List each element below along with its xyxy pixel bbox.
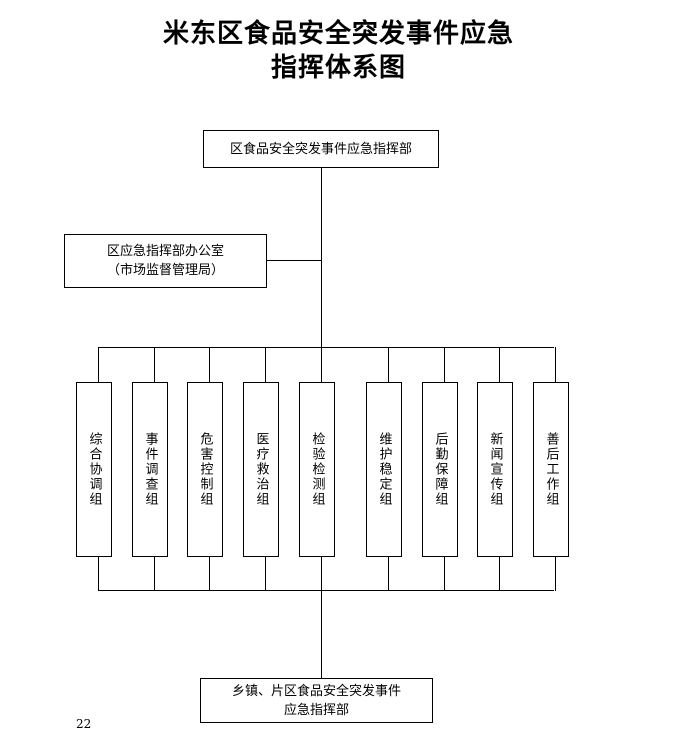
groups-top-bus	[98, 347, 554, 348]
office-connector	[266, 260, 322, 261]
group-connector-top	[209, 347, 210, 382]
group-label: 事件调查组	[142, 432, 158, 507]
diagram-title-line-2: 指挥体系图	[270, 53, 406, 83]
group-box: 医疗救治组	[243, 382, 279, 557]
group-box: 后勤保障组	[422, 382, 458, 557]
township-headquarters-subtitle: 应急指挥部	[283, 702, 349, 718]
group-box: 善后工作组	[533, 382, 569, 557]
group-box: 综合协调组	[76, 382, 112, 557]
main-trunk-lower	[321, 590, 322, 678]
group-connector-bottom	[444, 556, 445, 591]
office-box: 区应急指挥部办公室 （市场监督管理局）	[64, 234, 267, 288]
main-trunk-upper	[321, 167, 322, 348]
township-headquarters-box: 乡镇、片区食品安全突发事件 应急指挥部	[200, 678, 433, 723]
group-label: 综合协调组	[86, 432, 102, 507]
command-headquarters-box: 区食品安全突发事件应急指挥部	[203, 130, 439, 168]
group-connector-bottom	[98, 556, 99, 591]
group-connector-bottom	[321, 556, 322, 591]
group-connector-top	[321, 347, 322, 382]
group-connector-bottom	[154, 556, 155, 591]
group-connector-top	[388, 347, 389, 382]
group-label: 危害控制组	[197, 432, 213, 507]
office-label: 区应急指挥部办公室	[106, 244, 224, 259]
group-connector-top	[499, 347, 500, 382]
diagram-title-line-1: 米东区食品安全突发事件应急	[162, 19, 514, 49]
group-label: 检验检测组	[309, 432, 325, 507]
group-connector-top	[98, 347, 99, 382]
command-headquarters-label: 区食品安全突发事件应急指挥部	[229, 141, 412, 157]
office-subtitle: （市场监督管理局）	[106, 263, 224, 278]
groups-bottom-bus	[98, 590, 554, 591]
group-label: 善后工作组	[543, 432, 559, 507]
group-connector-bottom	[209, 556, 210, 591]
group-label: 新闻宣传组	[487, 432, 503, 507]
group-connector-top	[154, 347, 155, 382]
group-connector-top	[555, 347, 556, 382]
group-box: 维护稳定组	[366, 382, 402, 557]
group-connector-top	[444, 347, 445, 382]
group-label: 医疗救治组	[253, 432, 269, 507]
township-headquarters-label: 乡镇、片区食品安全突发事件	[231, 683, 401, 699]
group-connector-top	[265, 347, 266, 382]
group-connector-bottom	[265, 556, 266, 591]
group-connector-bottom	[388, 556, 389, 591]
group-label: 后勤保障组	[432, 432, 448, 507]
group-connector-bottom	[499, 556, 500, 591]
group-connector-bottom	[555, 556, 556, 591]
page-number: 22	[76, 717, 92, 731]
group-box: 危害控制组	[187, 382, 223, 557]
group-box: 检验检测组	[299, 382, 335, 557]
group-box: 事件调查组	[132, 382, 168, 557]
group-label: 维护稳定组	[376, 432, 392, 507]
group-box: 新闻宣传组	[477, 382, 513, 557]
